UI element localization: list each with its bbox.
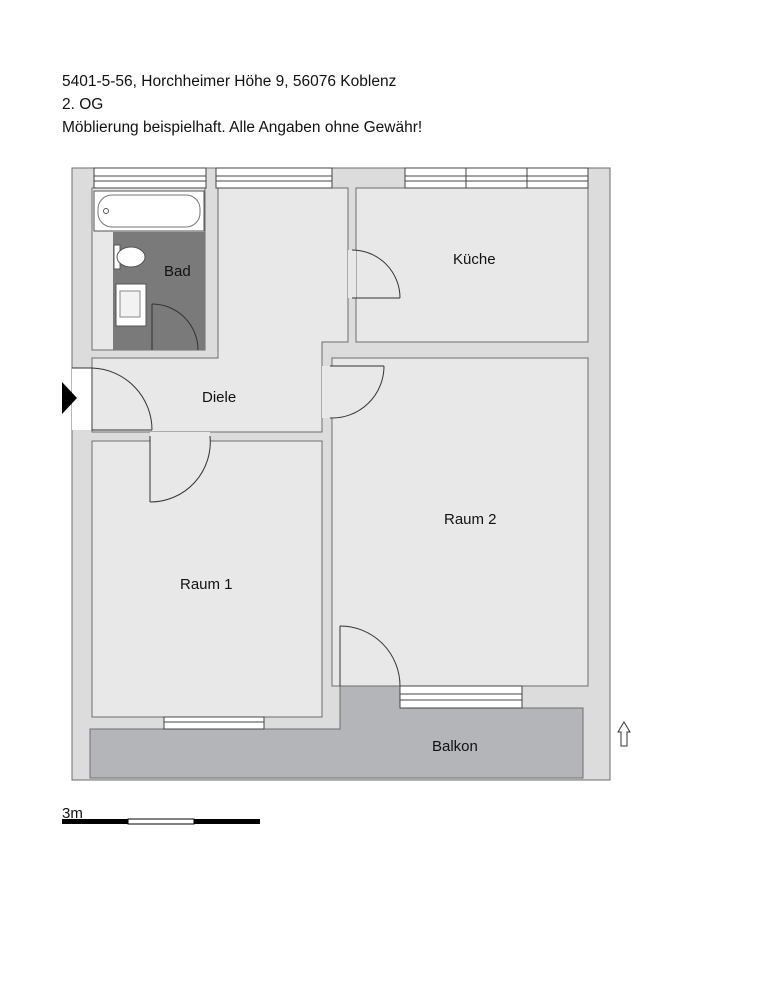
room2-floor	[331, 357, 589, 687]
label-raum1: Raum 1	[180, 576, 233, 593]
window-balcony-door	[399, 685, 523, 709]
toilet	[113, 244, 146, 270]
address-line: 5401-5-56, Horchheimer Höhe 9, 56076 Kob…	[62, 73, 397, 90]
label-raum2: Raum 2	[444, 511, 497, 528]
label-bad: Bad	[164, 263, 191, 280]
window-room1	[163, 716, 265, 730]
plan-header: 5401-5-56, Horchheimer Höhe 9, 56076 Kob…	[62, 70, 422, 139]
entrance-opening	[72, 368, 93, 430]
sink	[115, 283, 147, 327]
room1-floor	[91, 440, 323, 718]
scale-label: 3m	[62, 805, 83, 822]
label-balkon: Balkon	[432, 738, 478, 755]
window-kitchen	[404, 167, 589, 189]
door-balcony	[339, 625, 401, 687]
hall-floor	[91, 187, 349, 433]
label-diele: Diele	[202, 389, 236, 406]
door-kitchen	[348, 249, 401, 299]
label-kueche: Küche	[453, 251, 496, 268]
door-room1	[149, 432, 211, 503]
disclaimer-line: Möblierung beispielhaft. Alle Angaben oh…	[62, 119, 423, 136]
window-bath	[93, 167, 207, 189]
entrance-arrow-icon	[62, 382, 77, 414]
doors	[72, 249, 401, 687]
window-hall	[215, 167, 333, 189]
door-room2	[322, 365, 385, 419]
floor-line: 2. OG	[62, 96, 104, 113]
windows	[93, 167, 589, 730]
door-entrance	[72, 367, 153, 431]
scale-bar: 3m	[62, 805, 260, 825]
door-bath	[151, 303, 199, 351]
north-arrow-icon	[617, 721, 631, 747]
bathtub	[93, 190, 205, 232]
